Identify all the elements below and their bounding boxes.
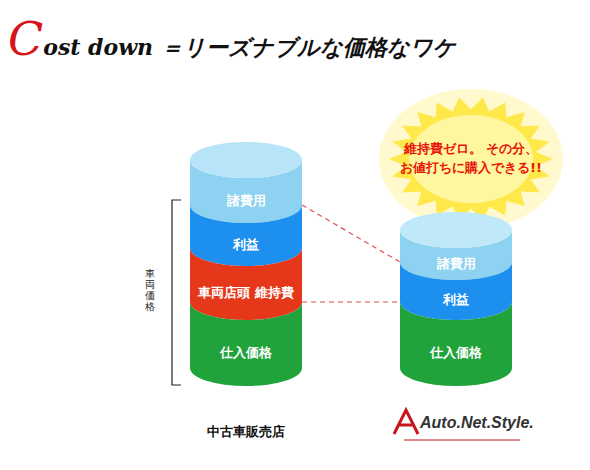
callout-text: 維持費ゼロ。 その分、お値打ちに購入できる!!	[361, 140, 581, 178]
shop-label: 中古車販売店	[190, 423, 302, 441]
segment-label: 利益	[233, 236, 259, 254]
segment-label: 諸費用	[437, 255, 476, 273]
segment-body	[400, 262, 512, 320]
logo-text: Auto.Net.Style.	[420, 414, 534, 432]
burst-glow	[379, 89, 563, 229]
dashed-connector	[302, 205, 400, 262]
segment-shape	[400, 244, 512, 320]
segment-label: 利益	[443, 291, 469, 309]
bracket-label: 車両価格	[145, 268, 155, 312]
cylinder-segment: 諸費用	[400, 212, 512, 280]
dashed-connector	[302, 301, 400, 302]
price-bracket	[172, 200, 181, 385]
burst-core	[409, 115, 533, 203]
cylinder-top	[400, 212, 512, 248]
segment-label: 仕入価格	[430, 344, 482, 362]
cylinder-top	[190, 142, 302, 178]
logo-mark	[394, 410, 418, 434]
segment-body	[190, 302, 302, 386]
segment-label: 仕入価格	[220, 344, 272, 362]
burst-star	[389, 98, 553, 221]
segment-shape	[190, 142, 302, 223]
segment-body	[190, 205, 302, 266]
cylinder-segment: 諸費用	[190, 142, 302, 223]
logo-underline	[404, 440, 520, 441]
segment-label: 車両店頭 維持費	[198, 284, 294, 302]
callout-burst: 維持費ゼロ。 その分、お値打ちに購入できる!!	[358, 108, 584, 210]
segment-body	[190, 248, 302, 320]
segment-body	[400, 302, 512, 386]
segment-label: 諸費用	[227, 192, 266, 210]
burst-shape	[358, 108, 584, 210]
cylinder-segment: 利益	[400, 244, 512, 320]
page-title: Cost down ＝リーズナブルな価格なワケ	[8, 12, 456, 66]
